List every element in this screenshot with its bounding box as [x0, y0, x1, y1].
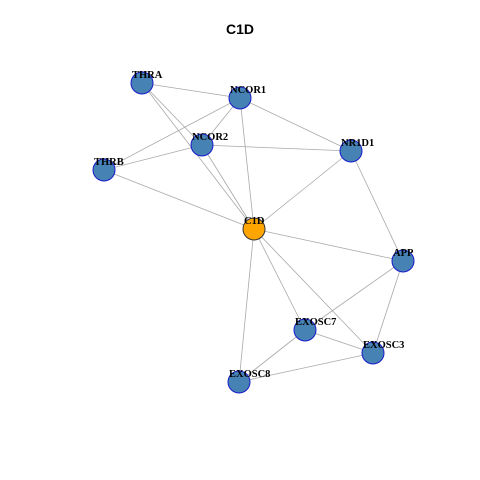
node-circle-exosc8	[227, 370, 251, 394]
node-label-ncor2: NCOR2	[192, 132, 228, 143]
node-ncor1: NCOR1	[228, 85, 266, 110]
node-label-thrb: THRB	[94, 157, 124, 168]
node-label-ncor1: NCOR1	[230, 85, 266, 96]
node-ncor2: NCOR2	[190, 132, 228, 157]
edge-app-exosc3	[372, 260, 404, 354]
edge-exosc3-exosc8	[238, 352, 374, 383]
node-label-app: APP	[393, 248, 414, 259]
node-circle-thra	[130, 71, 154, 95]
edge-ncor1-thrb	[103, 97, 241, 171]
edge-nr1d1-c1d	[253, 150, 352, 230]
node-label-thra: THRA	[132, 70, 163, 81]
node-exosc3: EXOSC3	[361, 340, 404, 365]
node-circle-c1d	[242, 217, 266, 241]
node-circle-exosc3	[361, 341, 385, 365]
node-exosc7: EXOSC7	[293, 317, 336, 342]
node-label-c1d: C1D	[244, 216, 265, 227]
edge-ncor1-c1d	[239, 97, 255, 230]
edge-layer	[103, 82, 404, 383]
node-exosc8: EXOSC8	[227, 369, 270, 394]
node-circle-nr1d1	[339, 139, 363, 163]
edge-ncor1-nr1d1	[239, 97, 352, 152]
figure-title: C1D	[225, 21, 254, 37]
edge-c1d-exosc7	[253, 228, 306, 331]
edge-thra-ncor1	[141, 82, 241, 99]
node-label-exosc8: EXOSC8	[229, 369, 270, 380]
node-circle-ncor1	[228, 86, 252, 110]
node-circle-ncor2	[190, 133, 214, 157]
edge-ncor2-nr1d1	[201, 144, 352, 152]
node-circle-exosc7	[293, 318, 317, 342]
edge-thra-ncor2	[141, 82, 203, 146]
node-label-exosc7: EXOSC7	[295, 317, 336, 328]
node-app: APP	[391, 248, 415, 273]
edge-c1d-exosc8	[238, 228, 255, 383]
edge-c1d-exosc3	[253, 228, 374, 354]
edge-c1d-app	[253, 228, 404, 262]
edge-nr1d1-app	[350, 150, 404, 262]
edge-ncor2-c1d	[201, 144, 255, 230]
node-nr1d1: NR1D1	[339, 138, 374, 163]
edge-exosc7-exosc3	[304, 329, 374, 354]
node-c1d: C1D	[242, 216, 266, 241]
node-thrb: THRB	[92, 157, 124, 182]
edge-thra-c1d	[141, 82, 255, 230]
node-label-exosc3: EXOSC3	[363, 340, 404, 351]
node-thra: THRA	[130, 70, 163, 95]
edge-app-exosc7	[304, 260, 404, 331]
node-circle-app	[391, 249, 415, 273]
edge-exosc7-exosc8	[238, 329, 306, 383]
edge-thrb-c1d	[103, 169, 255, 230]
node-circle-thrb	[92, 158, 116, 182]
node-label-nr1d1: NR1D1	[341, 138, 374, 149]
edge-ncor2-thrb	[103, 144, 203, 171]
